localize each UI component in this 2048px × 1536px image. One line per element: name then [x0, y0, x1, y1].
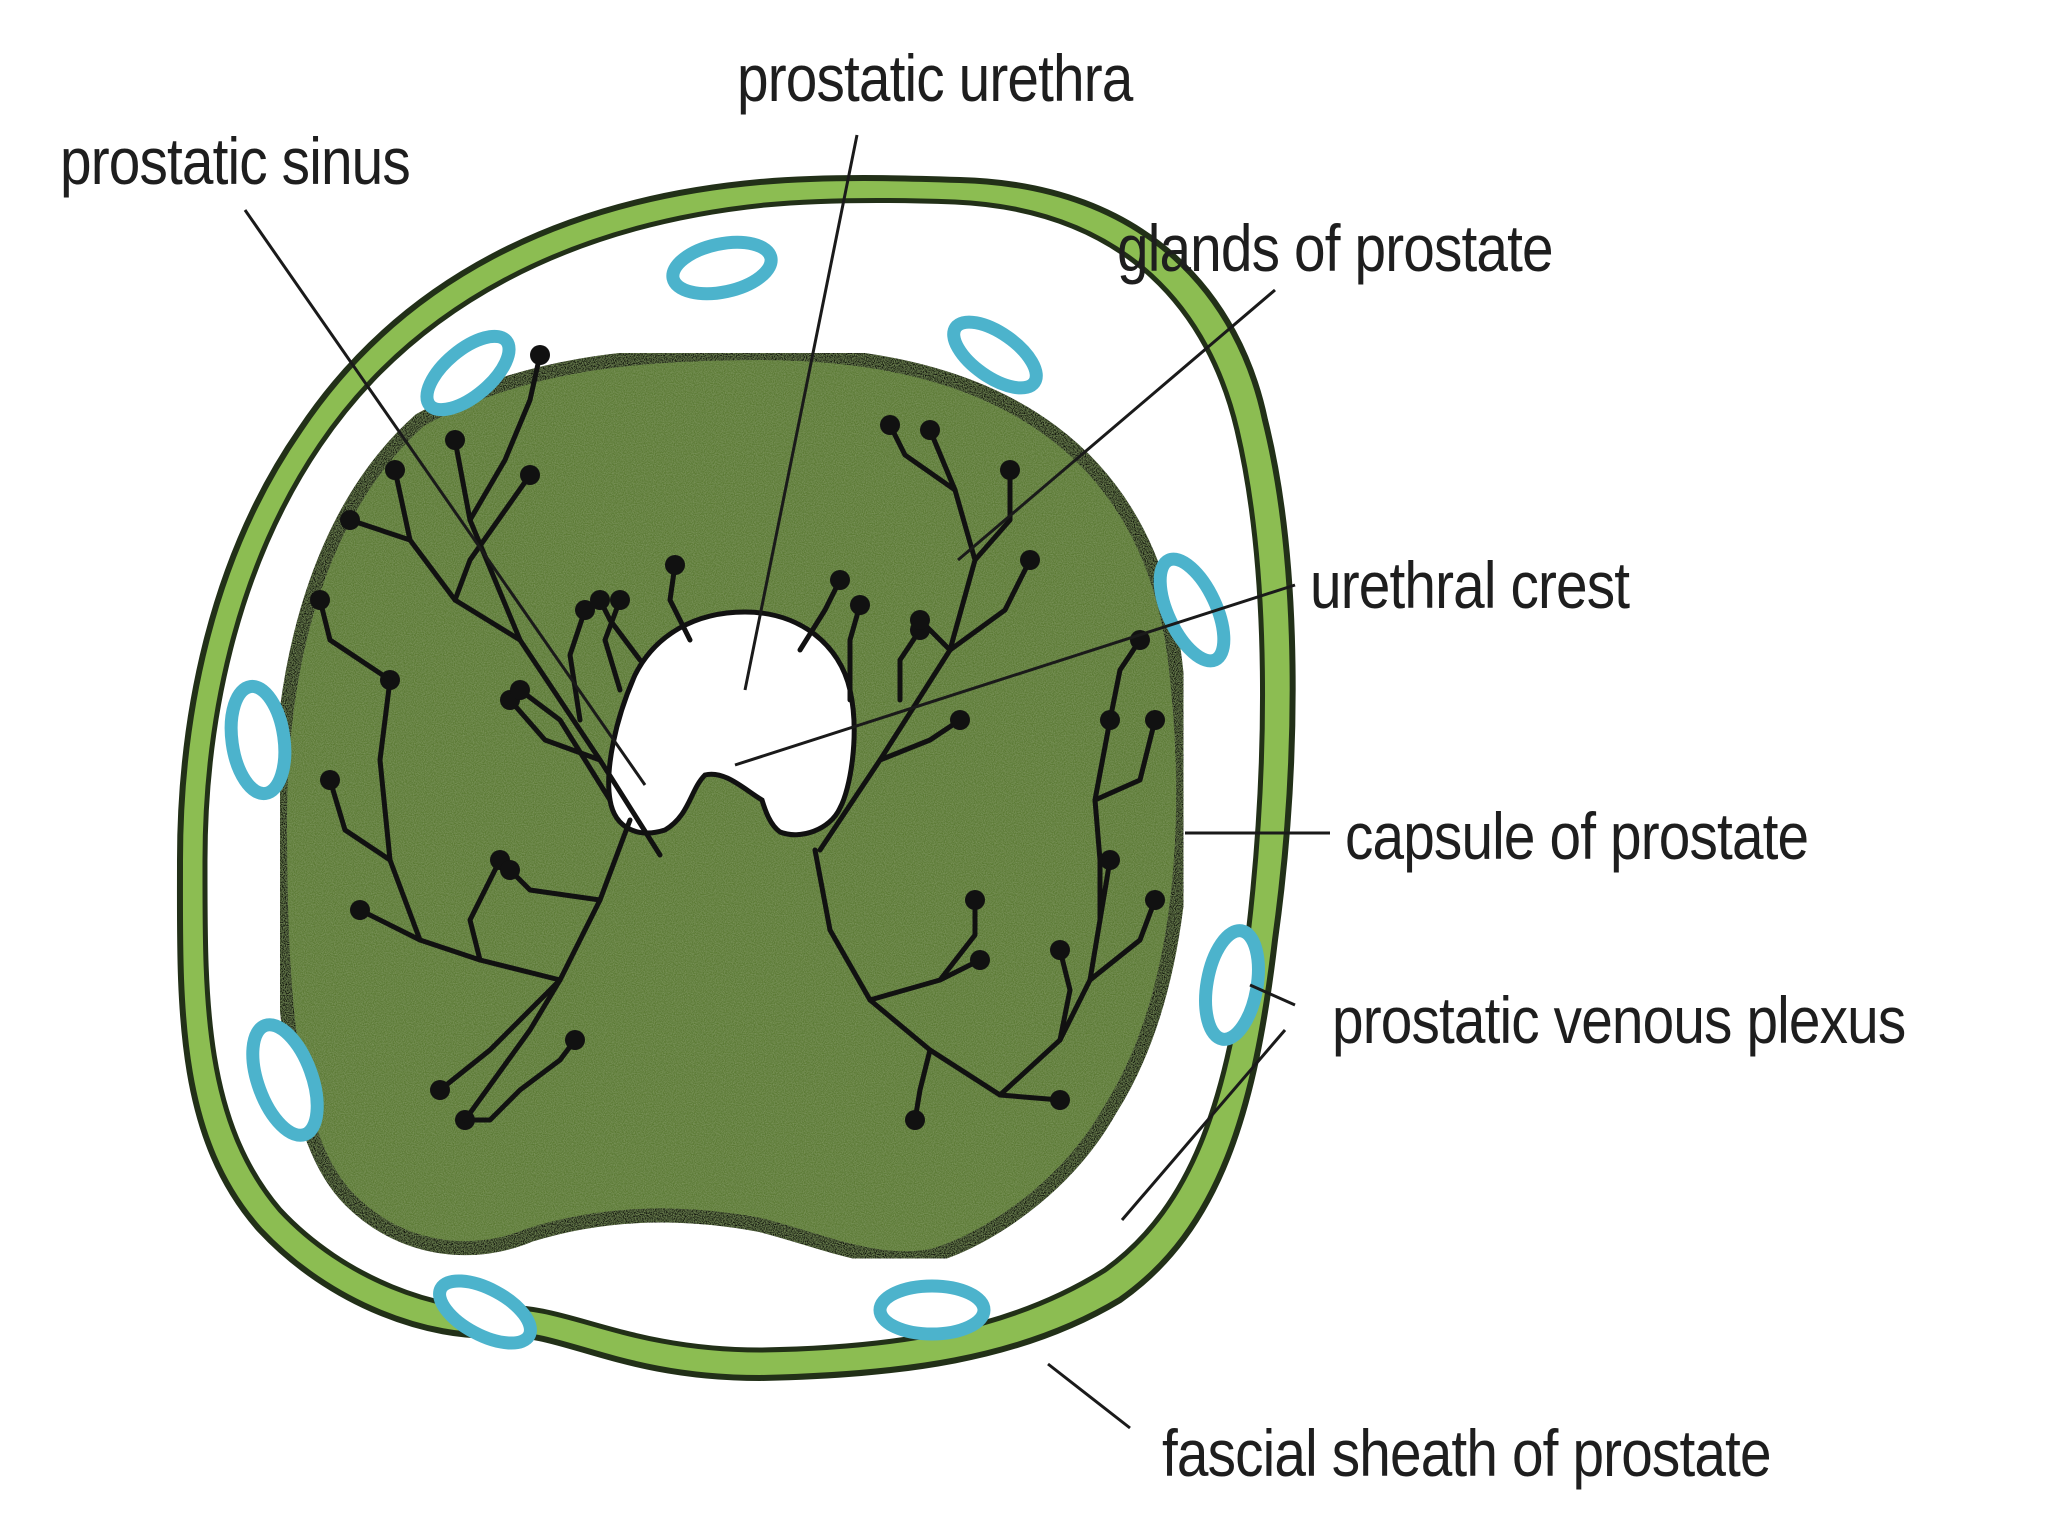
gland-acinus-16 [500, 860, 520, 880]
gland-acinus-23 [880, 415, 900, 435]
vein-8 [433, 1274, 537, 1350]
label-urethral-crest: urethral crest [1310, 548, 1630, 622]
gland-acinus-17 [565, 1030, 585, 1050]
label-prostatic-urethra: prostatic urethra [737, 41, 1133, 115]
gland-duct-17 [462, 1037, 578, 1123]
gland-acinus-18 [310, 590, 330, 610]
gland-duct-8 [517, 687, 613, 803]
gland-acinus-22 [950, 710, 970, 730]
label-prostatic-venous-plexus: prostatic venous plexus [1332, 983, 1906, 1057]
gland-acinus-26 [910, 610, 930, 630]
gland-duct-2 [392, 467, 523, 643]
prostate-body [272, 345, 1191, 1266]
gland-acinus-9 [610, 590, 630, 610]
gland-acinus-2 [385, 460, 405, 480]
gland-duct-20 [947, 557, 1033, 653]
gland-acinus-21 [1000, 460, 1020, 480]
vein-9 [873, 1279, 991, 1341]
gland-duct-33 [1092, 717, 1113, 923]
gland-duct-27 [812, 847, 1063, 1103]
gland-duct-34 [1092, 717, 1158, 803]
label-glands-of-prostate: glands of prostate [1117, 211, 1554, 285]
gland-duct-15 [467, 857, 503, 963]
gland-duct-12 [357, 907, 563, 983]
gland-acinus-38 [830, 570, 850, 590]
label-prostatic-sinus: prostatic sinus [60, 124, 411, 198]
prostatic-venous-plexus [224, 235, 1265, 1350]
gland-duct-6 [347, 517, 413, 543]
gland-acinus-19 [920, 420, 940, 440]
leader-lines [243, 134, 1330, 1430]
gland-duct-37 [667, 562, 693, 643]
gland-duct-9 [602, 597, 623, 693]
vein-7 [246, 1018, 324, 1142]
gland-duct-13 [377, 677, 423, 943]
gland-duct-14 [327, 777, 393, 863]
label-capsule-of-prostate: capsule of prostate [1345, 799, 1809, 873]
gland-duct-35 [1107, 637, 1143, 723]
prostatic-urethra-lumen [606, 609, 857, 838]
vein-4 [224, 679, 292, 801]
gland-acinus-28 [970, 950, 990, 970]
gland-duct-29 [912, 1047, 933, 1123]
gland-acinus-10 [430, 1080, 450, 1100]
gland-acinus-7 [575, 600, 595, 620]
vein-2 [947, 315, 1043, 395]
gland-acinus-1 [445, 430, 465, 450]
gland-acinus-3 [530, 345, 550, 365]
gland-acinus-34 [1145, 710, 1165, 730]
gland-duct-3 [467, 352, 543, 523]
leader-prostatic-urethra [743, 134, 859, 691]
gland-acinus-20 [1020, 550, 1040, 570]
vein-3 [420, 329, 516, 417]
gland-duct-32 [1057, 947, 1073, 1043]
gland-acinus-29 [905, 1110, 925, 1130]
leader-prostatic-venous-plexus-b [1120, 1029, 1287, 1221]
gland-acinus-31 [1145, 890, 1165, 910]
glands-of-prostate [310, 345, 1165, 1130]
gland-duct-11 [462, 977, 563, 1123]
leader-urethral-crest [734, 583, 1296, 767]
gland-acinus-4 [520, 465, 540, 485]
gland-acinus-30 [1100, 850, 1120, 870]
leader-glands-of-prostate [957, 288, 1276, 562]
leader-prostatic-sinus [243, 209, 647, 786]
gland-acinus-8 [510, 680, 530, 700]
gland-duct-21 [972, 467, 1013, 563]
leader-fascial-sheath [1047, 1362, 1131, 1430]
gland-duct-7 [567, 607, 588, 723]
gland-acinus-6 [340, 510, 360, 530]
gland-duct-25 [847, 602, 863, 703]
gland-duct-38 [797, 577, 843, 653]
gland-acinus-36 [965, 890, 985, 910]
gland-duct-24 [897, 627, 923, 703]
gland-acinus-39 [590, 590, 610, 610]
gland-duct-19 [817, 427, 978, 853]
gland-acinus-32 [1050, 940, 1070, 960]
leader-prostatic-venous-plexus-a [1249, 983, 1296, 1007]
vein-5 [1153, 552, 1231, 668]
gland-duct-36 [937, 897, 978, 983]
gland-duct-18 [317, 597, 393, 683]
gland-duct-4 [452, 472, 533, 603]
gland-acinus-37 [665, 555, 685, 575]
gland-duct-31 [1087, 897, 1158, 983]
label-fascial-sheath-of-prostate: fascial sheath of prostate [1162, 1416, 1772, 1490]
vein-1 [666, 235, 778, 301]
gland-duct-22 [877, 717, 963, 763]
gland-acinus-25 [850, 595, 870, 615]
gland-acinus-12 [350, 900, 370, 920]
gland-acinus-14 [320, 770, 340, 790]
gland-acinus-27 [1050, 1090, 1070, 1110]
gland-duct-23 [887, 422, 958, 493]
